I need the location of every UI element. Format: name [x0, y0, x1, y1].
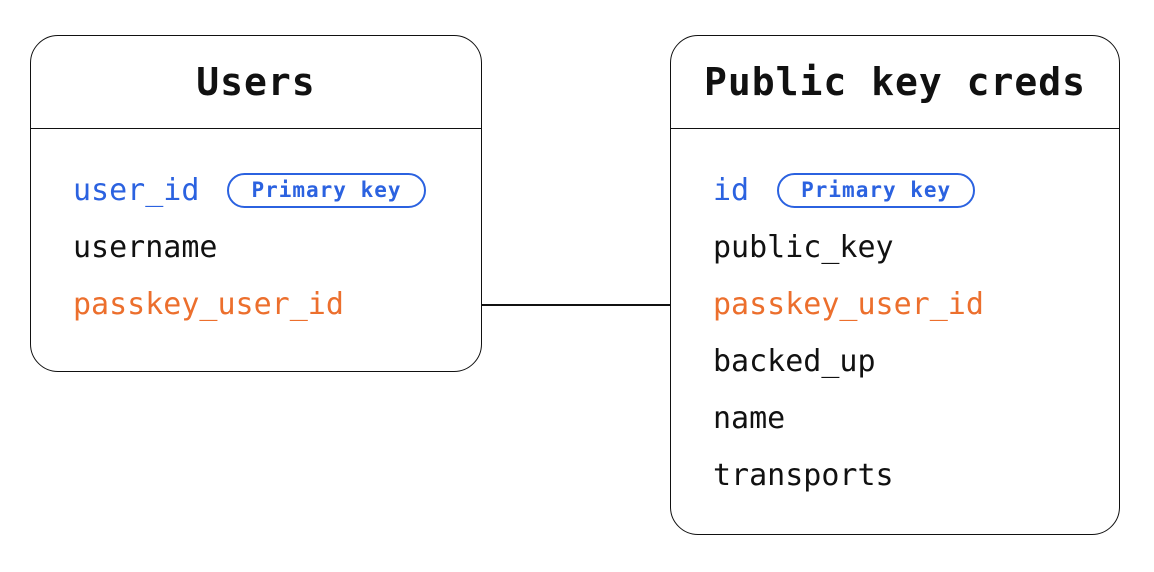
- field-name: public_key: [713, 230, 894, 265]
- table-title: Users: [31, 36, 481, 129]
- field-name: id: [713, 173, 750, 208]
- field-row[interactable]: user_id Primary key: [73, 162, 451, 219]
- field-name: user_id: [73, 173, 200, 208]
- field-name: passkey_user_id: [73, 287, 344, 322]
- primary-key-badge: Primary key: [227, 173, 426, 208]
- primary-key-badge: Primary key: [777, 173, 976, 208]
- field-name: passkey_user_id: [713, 287, 984, 322]
- field-name: transports: [713, 458, 894, 493]
- field-row[interactable]: transports: [713, 447, 1089, 504]
- table-fields: user_id Primary key username passkey_use…: [31, 129, 481, 333]
- field-name: name: [713, 401, 786, 436]
- field-row[interactable]: name: [713, 390, 1089, 447]
- field-row[interactable]: public_key: [713, 219, 1089, 276]
- field-name: backed_up: [713, 344, 876, 379]
- field-row[interactable]: passkey_user_id: [73, 276, 451, 333]
- field-name: username: [73, 230, 218, 265]
- table-fields: id Primary key public_key passkey_user_i…: [671, 129, 1119, 504]
- table-title: Public key creds: [671, 36, 1119, 129]
- entity-table-public-key-creds[interactable]: Public key creds id Primary key public_k…: [670, 35, 1120, 535]
- field-row[interactable]: id Primary key: [713, 162, 1089, 219]
- field-row[interactable]: passkey_user_id: [713, 276, 1089, 333]
- field-row[interactable]: username: [73, 219, 451, 276]
- field-row[interactable]: backed_up: [713, 333, 1089, 390]
- entity-table-users[interactable]: Users user_id Primary key username passk…: [30, 35, 482, 372]
- relationship-line: [482, 304, 670, 306]
